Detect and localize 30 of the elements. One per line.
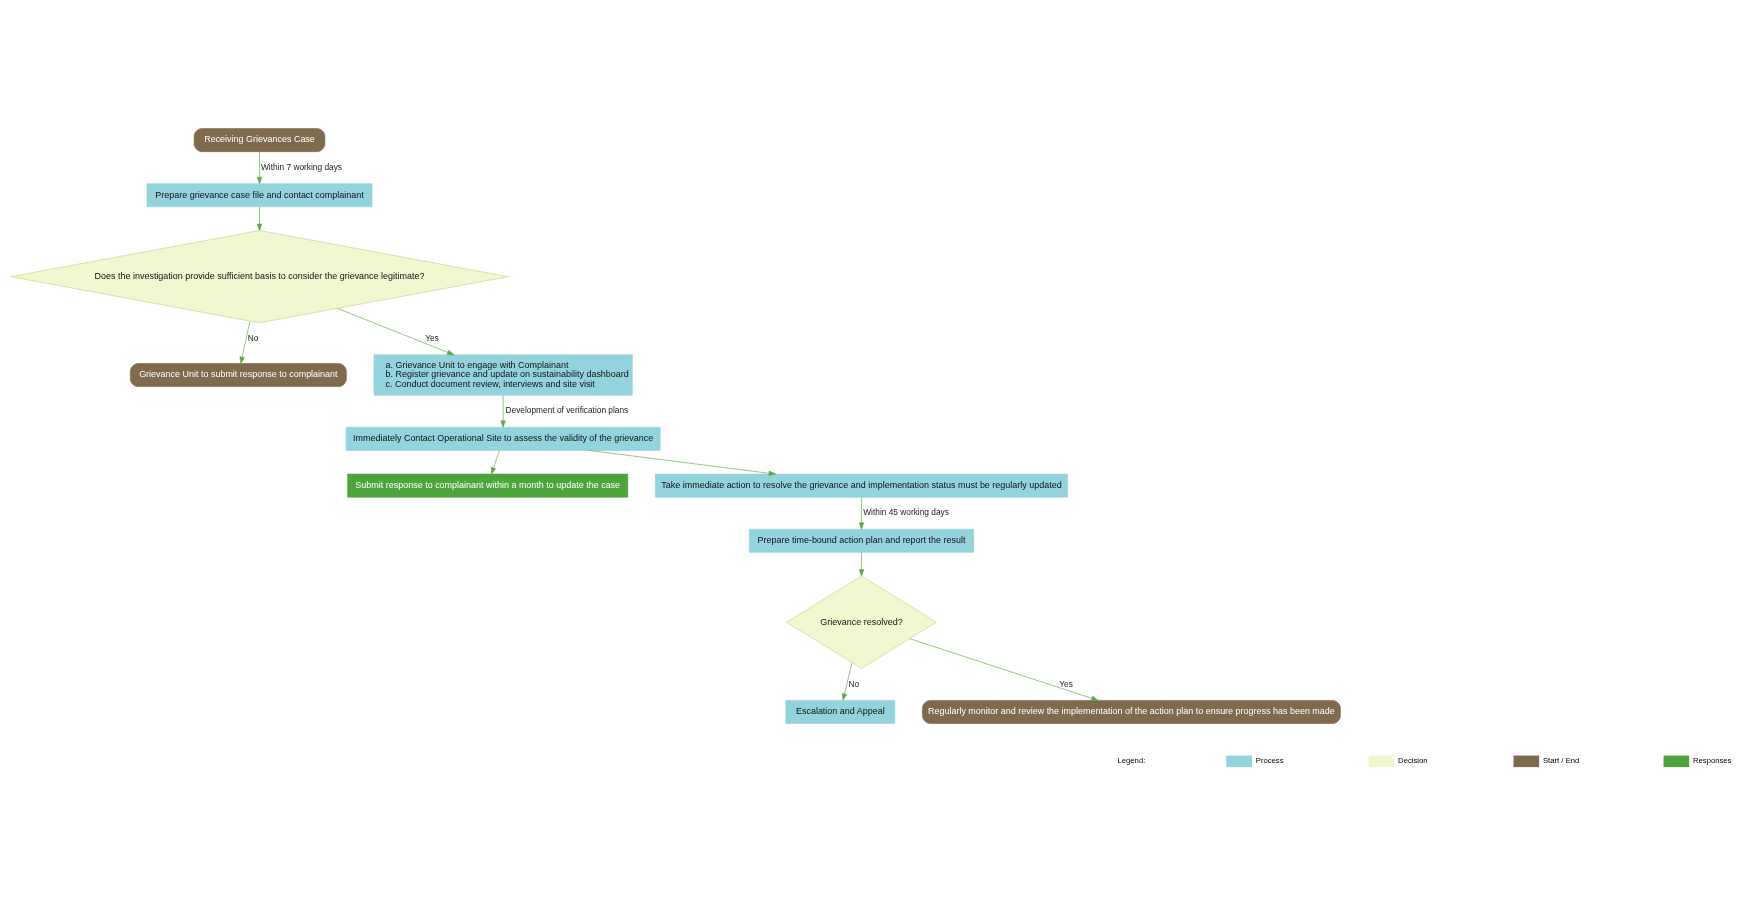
node-box: Grievance Unit to submit response to complainant bbox=[130, 363, 347, 387]
arrow bbox=[337, 308, 455, 356]
edge-label: Within 7 working days bbox=[260, 161, 343, 172]
node-box: Receiving Grievances Case bbox=[193, 128, 326, 152]
edge-label: Development of verification plans bbox=[505, 405, 629, 416]
arrow bbox=[588, 450, 776, 476]
node-box: Submit response to complainant within a month to update the case bbox=[347, 473, 629, 498]
node-diamond: Grievance resolved? bbox=[786, 575, 937, 669]
edge-label: Yes bbox=[1059, 678, 1073, 689]
arrow bbox=[909, 638, 1099, 701]
arrow bbox=[491, 450, 500, 475]
edge-label: Within 45 working days bbox=[863, 507, 949, 518]
arrow bbox=[858, 497, 865, 530]
node-box: Prepare grievance case file and contact complainant bbox=[146, 183, 373, 208]
node-box: Escalation and Appeal bbox=[785, 700, 896, 724]
node-box: Prepare time-bound action plan and report the result bbox=[749, 528, 975, 553]
arrow bbox=[256, 151, 263, 184]
node-box: Regularly monitor and review the implementation of the action plan to ensure progress has been made bbox=[922, 700, 1341, 724]
edge-label: No bbox=[848, 678, 860, 689]
node-box: Take immediate action to resolve the grievance and implementation status must be regularly updated bbox=[655, 473, 1068, 498]
node-diamond: Does the investigation provide sufficient basis to consider the grievance legitimate? bbox=[10, 230, 509, 324]
arrow bbox=[841, 662, 853, 701]
arrow bbox=[256, 206, 263, 231]
node-box: a. Grievance Unit to engage with Complainant b. Register grievance and update on sustainability dashboard c. Conduct document review, interviews and site visit bbox=[373, 354, 633, 396]
arrow bbox=[500, 395, 506, 428]
arrow bbox=[858, 552, 865, 577]
arrow bbox=[239, 321, 251, 364]
edge-label: Yes bbox=[425, 333, 439, 344]
edge-label: No bbox=[247, 333, 259, 344]
node-box: Immediately Contact Operational Site to assess the validity of the grievance bbox=[345, 427, 661, 451]
